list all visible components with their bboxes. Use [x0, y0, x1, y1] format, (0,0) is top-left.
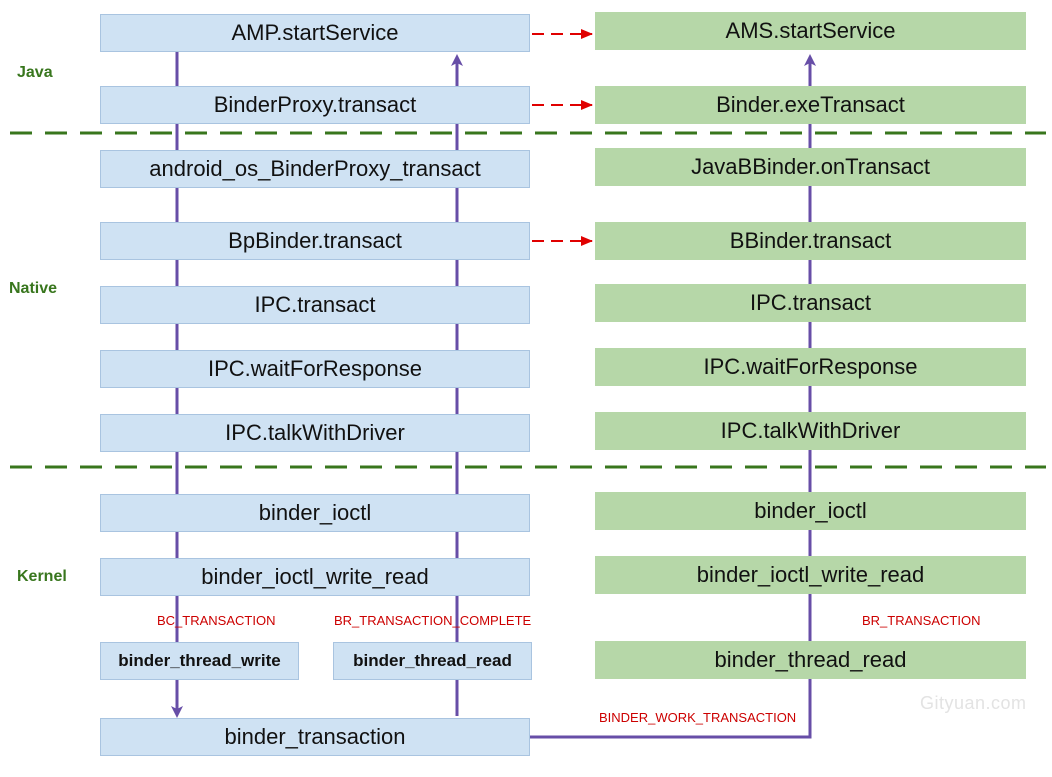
client-binder-thread-read: binder_thread_read: [333, 642, 532, 680]
client-ipc-talk-with-driver: IPC.talkWithDriver: [100, 414, 530, 452]
br-transaction-complete-label: BR_TRANSACTION_COMPLETE: [334, 613, 532, 628]
binder-work-transaction-label: BINDER_WORK_TRANSACTION: [599, 710, 797, 725]
client-binder-ioctl-write-read: binder_ioctl_write_read: [100, 558, 530, 596]
client-ipc-wait-for-response: IPC.waitForResponse: [100, 350, 530, 388]
layer-label-native: Native: [9, 280, 58, 297]
server-java-bbinder-on-transact: JavaBBinder.onTransact: [595, 148, 1026, 186]
client-android-os-binderproxy-transact: android_os_BinderProxy_transact: [100, 150, 530, 188]
layer-label-java: Java: [17, 64, 53, 81]
layer-label-kernel: Kernel: [17, 568, 67, 585]
client-binder-ioctl: binder_ioctl: [100, 494, 530, 532]
server-binder-thread-read: binder_thread_read: [595, 641, 1026, 679]
client-bpbinder-transact: BpBinder.transact: [100, 222, 530, 260]
server-binder-exe-transact: Binder.exeTransact: [595, 86, 1026, 124]
server-ipc-wait-for-response: IPC.waitForResponse: [595, 348, 1026, 386]
br-transaction-label: BR_TRANSACTION: [862, 613, 981, 628]
server-bbinder-transact: BBinder.transact: [595, 222, 1026, 260]
client-ipc-transact: IPC.transact: [100, 286, 530, 324]
client-amp-start-service: AMP.startService: [100, 14, 530, 52]
server-ams-start-service: AMS.startService: [595, 12, 1026, 50]
server-ipc-transact: IPC.transact: [595, 284, 1026, 322]
client-binder-proxy-transact: BinderProxy.transact: [100, 86, 530, 124]
server-ipc-talk-with-driver: IPC.talkWithDriver: [595, 412, 1026, 450]
bc-transaction-label: BC_TRANSACTION: [157, 613, 276, 628]
watermark: Gityuan.com: [920, 693, 1027, 713]
client-binder-transaction: binder_transaction: [100, 718, 530, 756]
client-binder-thread-write: binder_thread_write: [100, 642, 299, 680]
server-binder-ioctl-write-read: binder_ioctl_write_read: [595, 556, 1026, 594]
server-binder-ioctl: binder_ioctl: [595, 492, 1026, 530]
